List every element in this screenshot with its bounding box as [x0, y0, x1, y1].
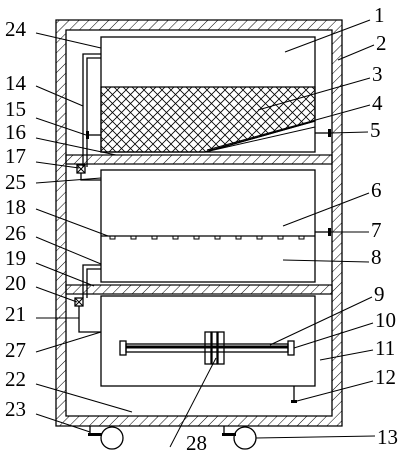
middle-tank [100, 169, 316, 283]
wheel-right [222, 426, 257, 450]
label-3: 3 [372, 62, 383, 86]
label-24: 24 [5, 17, 27, 41]
label-20: 20 [5, 271, 26, 295]
label-18: 18 [5, 195, 26, 219]
top-tank [100, 36, 316, 153]
drain-valve [291, 386, 297, 403]
label-15: 15 [5, 97, 26, 121]
label-7: 7 [371, 218, 382, 242]
outlet-valve-right-middle [315, 228, 331, 236]
label-9: 9 [374, 282, 385, 306]
filter-teeth [109, 236, 305, 240]
label-16: 16 [5, 120, 26, 144]
label-2: 2 [376, 31, 387, 55]
label-27: 27 [5, 338, 26, 362]
label-23: 23 [5, 397, 26, 421]
label-19: 19 [5, 246, 26, 270]
label-13: 13 [377, 425, 398, 449]
label-10: 10 [375, 308, 396, 332]
label-12: 12 [375, 365, 396, 389]
label-6: 6 [371, 178, 382, 202]
label-11: 11 [375, 336, 395, 360]
label-1: 1 [374, 3, 385, 27]
label-4: 4 [372, 91, 383, 115]
label-14: 14 [5, 71, 27, 95]
wheel-left [88, 426, 124, 450]
shelf-upper [65, 154, 333, 165]
leader-lines [35, 19, 376, 448]
label-22: 22 [5, 367, 26, 391]
left-piping [74, 53, 101, 333]
outer-housing [55, 19, 343, 427]
label-5: 5 [370, 118, 381, 142]
label-28: 28 [186, 431, 207, 455]
label-25: 25 [5, 170, 26, 194]
label-17: 17 [5, 144, 26, 168]
label-26: 26 [5, 221, 26, 245]
outlet-valve-right-top [315, 129, 331, 137]
shelf-lower [65, 284, 333, 295]
label-21: 21 [5, 302, 26, 326]
part-labels: 1 2 3 4 5 6 7 8 9 10 11 12 13 14 15 16 1… [5, 3, 398, 455]
rotating-shaft [119, 331, 295, 365]
label-8: 8 [371, 245, 382, 269]
